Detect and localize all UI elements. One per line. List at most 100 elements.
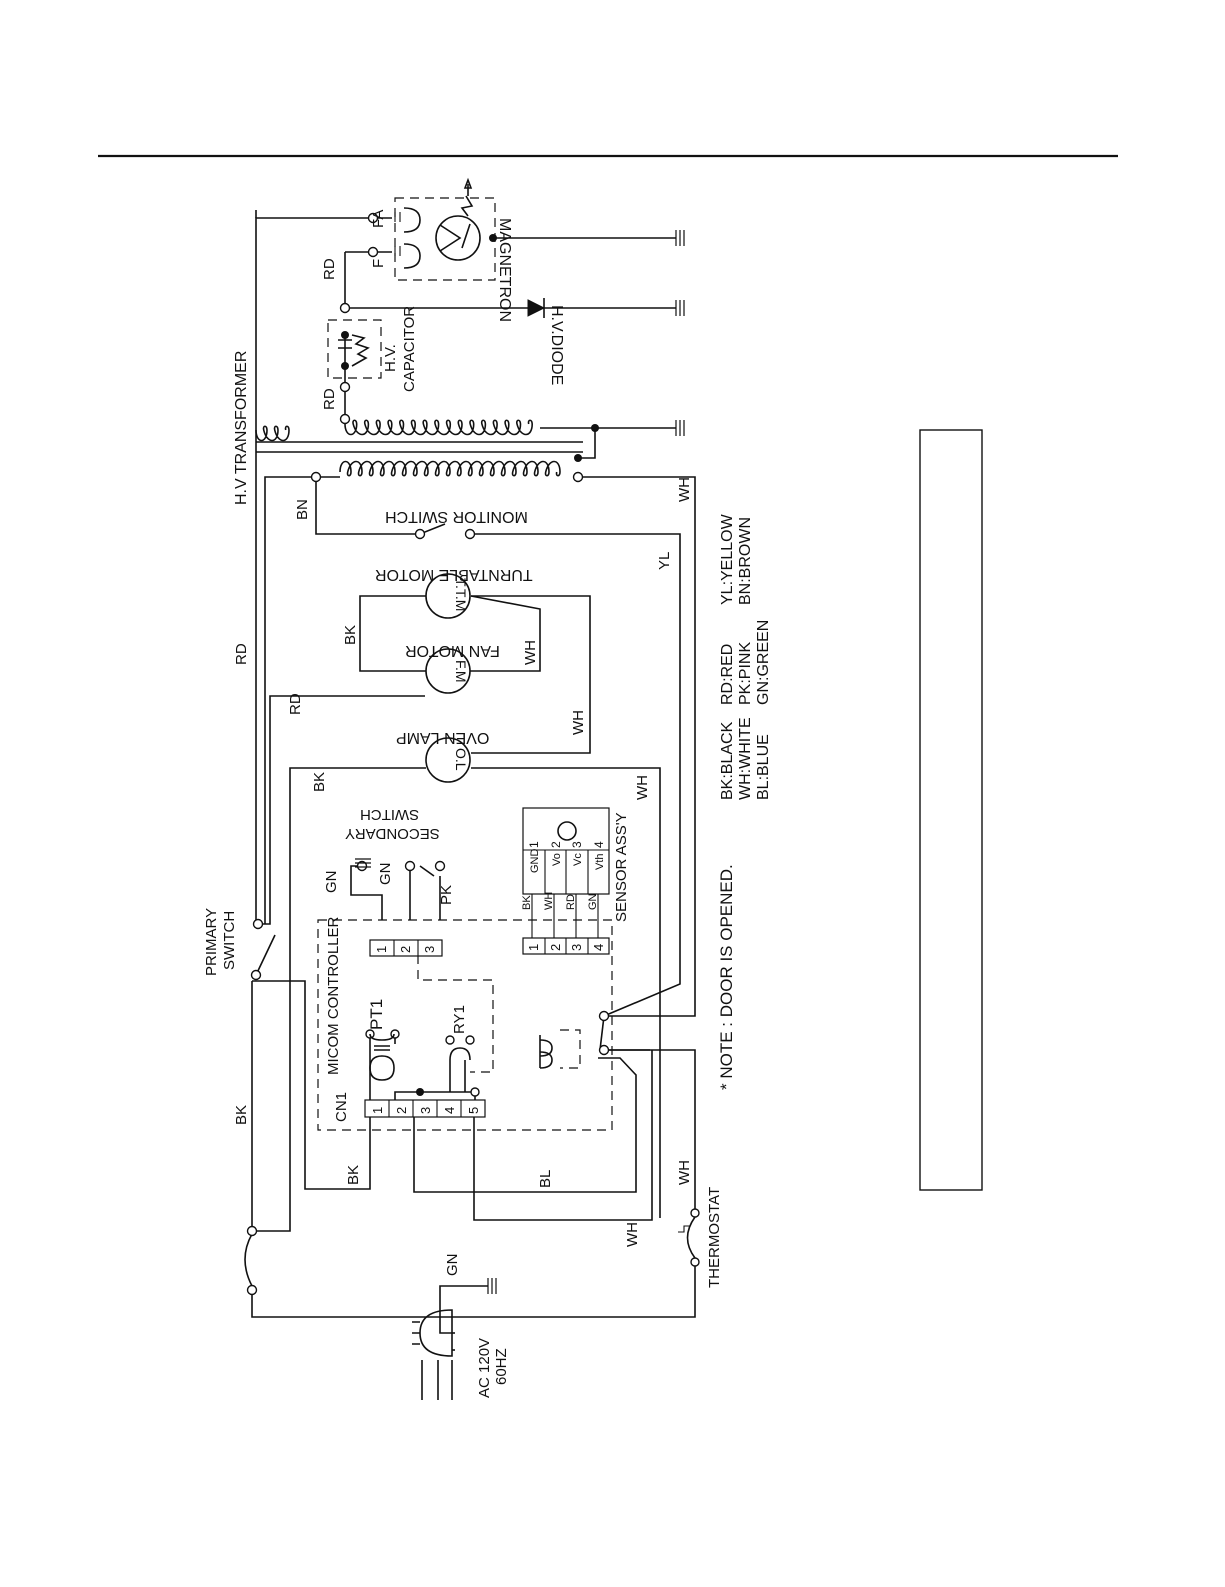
wire-label: BK — [521, 895, 533, 910]
conn3-pin-number: 3 — [422, 946, 437, 953]
legend-item: GN:GREEN — [755, 620, 772, 705]
legend-item: WH:WHITE — [737, 717, 754, 800]
wire-label: BK — [345, 1165, 362, 1185]
wire-label: GN — [377, 863, 394, 886]
pt1-symbol — [369, 1033, 395, 1081]
power-label-2: 60HZ — [493, 1348, 510, 1385]
sensor-assy-label: SENSOR ASS'Y — [613, 812, 630, 922]
sensor-pin-number: 1 — [527, 841, 541, 848]
wire-label: RD — [565, 894, 577, 910]
cn1-pin-number: 4 — [442, 1107, 457, 1114]
wire-label: RD — [321, 388, 338, 410]
primary-switch-label-1: PRIMARY — [203, 908, 220, 976]
sensor-pin-label: Vth — [594, 853, 606, 870]
wire-label: GN — [444, 1254, 461, 1277]
oven-lamp-label: OVEN LAMP — [396, 729, 489, 746]
fan-symbol-label: F.M — [453, 660, 469, 683]
wire-label: RD — [287, 693, 304, 715]
sensor-pin-label: Vc — [572, 853, 584, 866]
coil — [344, 419, 534, 436]
sensor-pin-number: 2 — [549, 841, 563, 848]
thermostat-label: THERMOSTAT — [706, 1187, 723, 1288]
labels: H.V TRANSFORMER MAGNETRON F FA H.V. CAPA… — [203, 210, 772, 1398]
capacitor-label-2: CAPACITOR — [401, 306, 418, 392]
turntable-symbol-label: T.T.M — [453, 578, 469, 611]
wire-label: BK — [233, 1105, 250, 1125]
sensor-assembly — [522, 807, 610, 895]
conn4-pin-number: 2 — [548, 944, 563, 951]
wire-label: WH — [624, 1222, 641, 1247]
diode-label: H.V.DIODE — [548, 305, 565, 385]
turntable-motor-label: TURNTABLE MOTOR — [375, 566, 533, 583]
motor-symbols — [425, 573, 471, 783]
conn3-pin-number: 1 — [374, 946, 389, 953]
pt1-label: PT1 — [367, 999, 386, 1030]
wires — [244, 184, 696, 1351]
wire-label: WH — [522, 640, 539, 665]
fan-motor-label: FAN MOTOR — [405, 642, 500, 659]
blank-panel — [919, 429, 983, 1191]
coil — [339, 460, 561, 477]
legend-item: BK:BLACK — [719, 721, 736, 800]
connector-boxes — [364, 937, 610, 1118]
conn4-pin-number: 3 — [569, 944, 584, 951]
transformer-coils — [255, 419, 561, 477]
capacitor-symbol — [338, 334, 370, 367]
conn4-pin-number: 1 — [526, 944, 541, 951]
sensor-pin-label: GND — [529, 849, 541, 874]
wire-label: GN — [587, 893, 599, 910]
coil — [255, 425, 290, 442]
wire-label: RD — [321, 258, 338, 280]
wire-label: GN — [323, 871, 340, 894]
micom-controller-label: MICOM CONTROLLER — [325, 916, 342, 1075]
legend-item: BN:BROWN — [737, 517, 754, 605]
magnetron-fa-label: FA — [370, 210, 387, 228]
conn4-pin-number: 4 — [591, 944, 606, 951]
cn1-pin-number: 2 — [394, 1107, 409, 1114]
hv-transformer-label: H.V TRANSFORMER — [233, 351, 250, 505]
wire-label: WH — [543, 892, 555, 910]
wire-label: BN — [294, 499, 311, 520]
wire-label: BK — [311, 772, 328, 792]
sensor-pin-number: 3 — [570, 841, 584, 848]
wire-label: BL — [537, 1170, 554, 1188]
legend-item: YL:YELLOW — [719, 513, 736, 605]
ground-symbols — [355, 230, 685, 1294]
cn1-pin-number: 1 — [370, 1107, 385, 1114]
monitor-switch-label: MONITOR SWITCH — [385, 508, 528, 525]
thermostat-symbol — [678, 1208, 700, 1267]
cn1-label: CN1 — [333, 1092, 350, 1122]
power-plug — [412, 1309, 453, 1400]
sensor-pin-number: 4 — [592, 841, 606, 848]
cn1-pin-number: 5 — [466, 1107, 481, 1114]
wire-label: BK — [342, 625, 359, 645]
secondary-switch-label-2: SWITCH — [360, 806, 419, 823]
diode-symbol — [527, 298, 546, 318]
wire-label: WH — [676, 1160, 693, 1185]
legend-item: BL:BLUE — [755, 734, 772, 800]
magnetron-symbol — [394, 177, 481, 269]
sensor-pin-label: Vo — [551, 853, 563, 866]
oven-lamp-symbol-label: O.L — [453, 748, 469, 771]
conn3-pin-number: 2 — [398, 946, 413, 953]
secondary-switch-label-1: SECONDARY — [345, 825, 440, 842]
cn1-pin-number: 3 — [418, 1107, 433, 1114]
capacitor-label-1: H.V. — [382, 344, 399, 372]
door-note: * NOTE : DOOR IS OPENED. — [717, 864, 736, 1090]
wire-label: YL — [656, 552, 673, 570]
wire-label: RD — [233, 643, 250, 665]
wire-label: PK — [438, 885, 455, 905]
primary-switch-label-2: SWITCH — [221, 911, 238, 970]
wire-label: WH — [570, 710, 587, 735]
legend-item: PK:PINK — [737, 642, 754, 705]
wire-label: WH — [676, 477, 693, 502]
terminals — [246, 212, 610, 1296]
ry1-symbol — [449, 1039, 553, 1069]
power-label-1: AC 120V — [476, 1338, 493, 1398]
magnetron-f-label: F — [370, 259, 387, 268]
wire-label: WH — [634, 775, 651, 800]
ry1-label: RY1 — [451, 1005, 468, 1034]
legend-item: RD:RED — [719, 644, 736, 705]
